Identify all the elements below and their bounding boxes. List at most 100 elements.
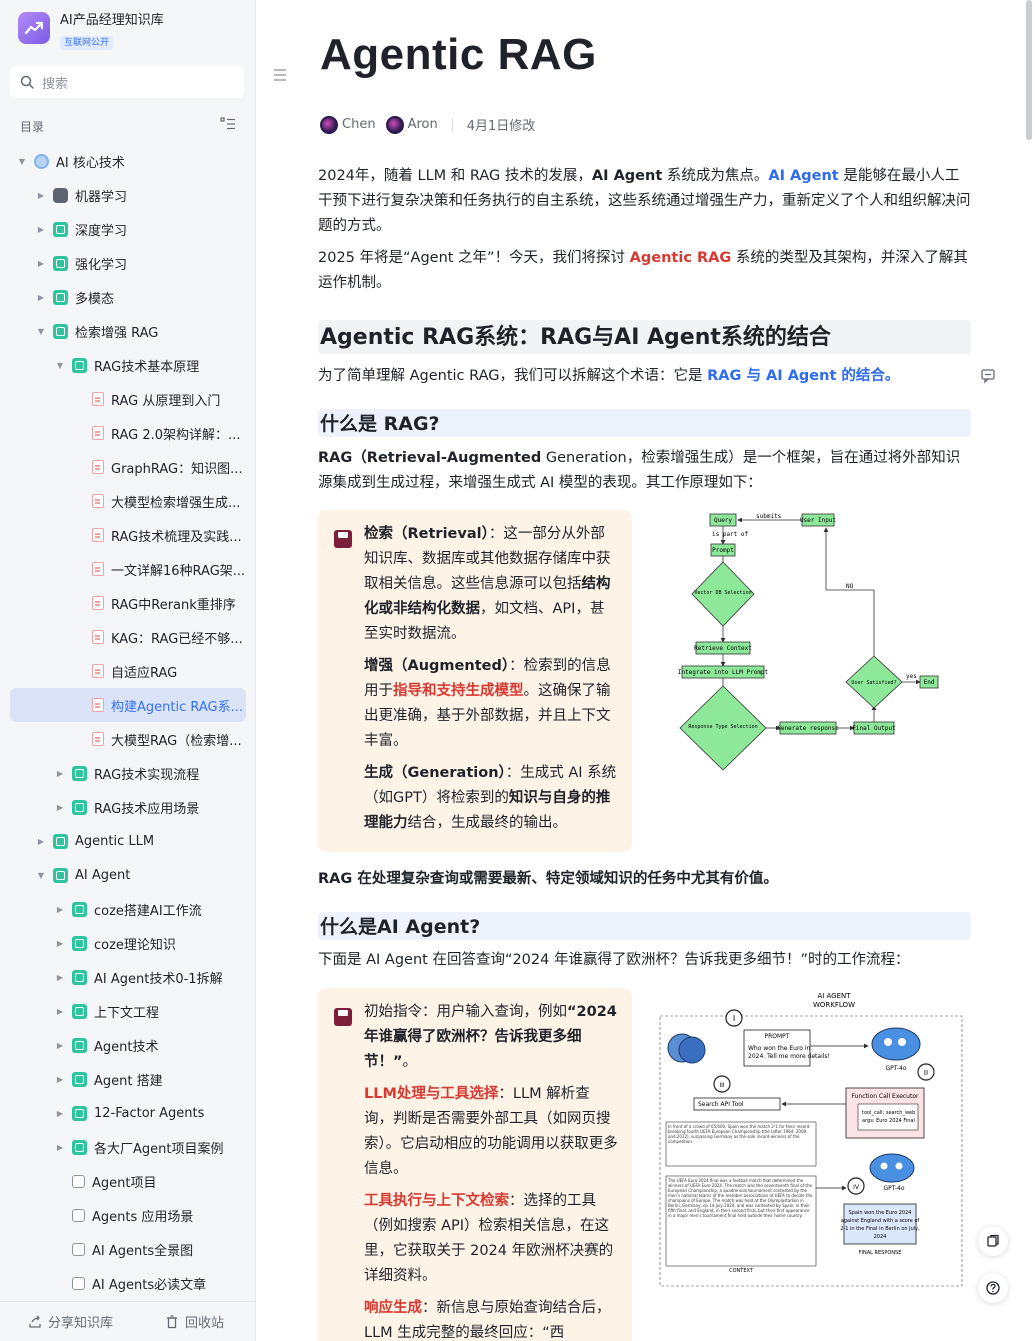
avatar[interactable] xyxy=(385,115,404,134)
tree-item[interactable]: 大模型RAG（检索增... xyxy=(10,722,246,756)
tree-item[interactable]: ▶RAG技术应用场景 xyxy=(10,790,246,824)
tree-item[interactable]: RAG 从原理到入门 xyxy=(10,382,246,416)
sidebar-footer: 分享知识库 回收站 xyxy=(0,1301,256,1341)
flow-node-query: Query xyxy=(709,513,737,527)
search-input[interactable]: 搜索 xyxy=(10,66,244,98)
workflow-label: Who won the Euro in xyxy=(748,1045,811,1052)
tree-item[interactable]: ▶深度学习 xyxy=(10,212,246,246)
workflow-label: 2-1 in the Final in Berlin on July, xyxy=(840,1226,920,1232)
sheet-icon xyxy=(72,799,87,815)
text-run: ：检索到的信息用于 xyxy=(364,658,611,699)
toc-outline-icon[interactable] xyxy=(220,117,236,131)
tree-item-label: Agents 应用场景 xyxy=(92,1209,194,1225)
context-snippet: In front of a crowd of 65,600, Spain won… xyxy=(668,1124,811,1144)
sheet-icon xyxy=(72,1037,87,1053)
text-run: 。 xyxy=(402,1054,418,1070)
caret-right-icon[interactable]: ▶ xyxy=(37,190,45,200)
tree-item[interactable]: ▼AI Agent xyxy=(10,858,246,892)
flow-node-generate: Generate response xyxy=(777,721,839,735)
tree-item-label: coze搭建AI工作流 xyxy=(94,903,202,919)
text-run: 初始指令：用户输入查询，例如 xyxy=(364,1004,567,1020)
caret-right-icon[interactable]: ▶ xyxy=(56,972,64,982)
text-run-bold: AI Agent xyxy=(591,168,663,184)
tree-item[interactable]: ▼RAG技术基本原理 xyxy=(10,348,246,382)
caret-right-icon[interactable]: ▶ xyxy=(37,258,45,268)
caret-right-icon[interactable]: ▶ xyxy=(56,904,64,914)
caret-down-icon[interactable]: ▼ xyxy=(37,326,45,336)
tree-item[interactable]: 大模型检索增强生成... xyxy=(10,484,246,518)
caret-right-icon[interactable]: ▶ xyxy=(56,1142,64,1152)
copy-link-button[interactable] xyxy=(978,1226,1008,1256)
tree-item[interactable]: 自适应RAG xyxy=(10,654,246,688)
caret-right-icon[interactable]: ▶ xyxy=(37,224,45,234)
tree-item[interactable]: ▼检索增强 RAG xyxy=(10,314,246,348)
box-icon xyxy=(72,1208,85,1222)
caret-right-icon[interactable]: ▶ xyxy=(56,1074,64,1084)
tree-item[interactable]: ▼AI 核心技术 xyxy=(10,144,246,178)
share-kb-button[interactable]: 分享知识库 xyxy=(28,1312,113,1331)
tree-item[interactable]: ▶Agentic LLM xyxy=(10,824,246,858)
box-icon xyxy=(72,1276,85,1290)
tree-item[interactable]: Agent项目 xyxy=(10,1164,246,1198)
workflow-title: AI AGENT xyxy=(817,992,851,1000)
gpt-brain-icon xyxy=(869,1153,915,1183)
tree-item[interactable]: 一文详解16种RAG架... xyxy=(10,552,246,586)
tree-item[interactable]: RAG 2.0架构详解：... xyxy=(10,416,246,450)
tree-item[interactable]: ▶AI Agent技术0-1拆解 xyxy=(10,960,246,994)
subsection-heading-agent: 什么是AI Agent? xyxy=(318,912,971,940)
text-run: ，如文档、API，甚至实时数据流。 xyxy=(364,601,605,642)
caret-right-icon[interactable]: ▶ xyxy=(56,1006,64,1016)
caret-down-icon[interactable]: ▼ xyxy=(56,360,64,370)
caret-right-icon[interactable]: ▶ xyxy=(56,768,64,778)
tree-item[interactable]: 构建Agentic RAG系... xyxy=(10,688,246,722)
caret-right-icon[interactable]: ▶ xyxy=(56,802,64,812)
doc-icon xyxy=(92,732,104,746)
caret-right-icon[interactable]: ▶ xyxy=(56,938,64,948)
doc-icon xyxy=(92,426,104,440)
help-button[interactable] xyxy=(978,1273,1008,1303)
robot-icon xyxy=(53,187,68,203)
tree-item[interactable]: AI Agents必读文章 xyxy=(10,1266,246,1300)
avatar[interactable] xyxy=(320,115,338,134)
tree-item[interactable]: ▶RAG技术实现流程 xyxy=(10,756,246,790)
caret-right-icon[interactable]: ▶ xyxy=(37,292,45,302)
outline-toggle-icon[interactable] xyxy=(272,68,288,82)
caret-right-icon[interactable]: ▶ xyxy=(56,1108,64,1118)
tree-item[interactable]: KAG：RAG已经不够... xyxy=(10,620,246,654)
doc-icon xyxy=(92,698,104,712)
brand[interactable]: AI产品经理知识库 互联网公开 xyxy=(18,12,164,50)
doc-icon xyxy=(92,562,104,576)
tree-item[interactable]: AI Agents全景图 xyxy=(10,1232,246,1266)
workflow-title: WORKFLOW xyxy=(813,1001,855,1009)
tree-item[interactable]: RAG中Rerank重排序 xyxy=(10,586,246,620)
flow-node-prompt: Prompt xyxy=(710,543,736,557)
comment-icon[interactable] xyxy=(980,368,996,384)
subsection-heading-rag: 什么是 RAG? xyxy=(318,409,971,437)
trash-button[interactable]: 回收站 xyxy=(165,1312,224,1331)
step-marker: I xyxy=(733,1014,735,1023)
scrollbar[interactable] xyxy=(1026,0,1032,140)
tree-item[interactable]: ▶上下文工程 xyxy=(10,994,246,1028)
sheet-icon xyxy=(72,901,87,917)
tree-item[interactable]: ▶机器学习 xyxy=(10,178,246,212)
meta-divider xyxy=(451,117,453,132)
tree-item[interactable]: ▶强化学习 xyxy=(10,246,246,280)
tree-item[interactable]: ▶各大厂Agent项目案例 xyxy=(10,1130,246,1164)
caret-right-icon[interactable]: ▶ xyxy=(37,836,45,846)
tree-item[interactable]: RAG技术梳理及实践... xyxy=(10,518,246,552)
caret-down-icon[interactable]: ▼ xyxy=(37,870,45,880)
tree-item[interactable]: ▶Agent 搭建 xyxy=(10,1062,246,1096)
tree-item[interactable]: Agents 应用场景 xyxy=(10,1198,246,1232)
tree-item-label: AI Agents必读文章 xyxy=(92,1277,207,1293)
tree-item[interactable]: GraphRAG：知识图... xyxy=(10,450,246,484)
author-name[interactable]: Chen xyxy=(342,117,376,132)
caret-right-icon[interactable]: ▶ xyxy=(56,1040,64,1050)
tree-item[interactable]: ▶ coze搭建AI工作流 xyxy=(10,892,246,926)
tree-item[interactable]: ▶Agent技术 xyxy=(10,1028,246,1062)
tree-item[interactable]: ▶coze理论知识 xyxy=(10,926,246,960)
tree-item[interactable]: ▶多模态 xyxy=(10,280,246,314)
caret-down-icon[interactable]: ▼ xyxy=(18,156,26,166)
tree-item[interactable]: ▶12-Factor Agents xyxy=(10,1096,246,1130)
author-name[interactable]: Aron xyxy=(407,117,438,132)
